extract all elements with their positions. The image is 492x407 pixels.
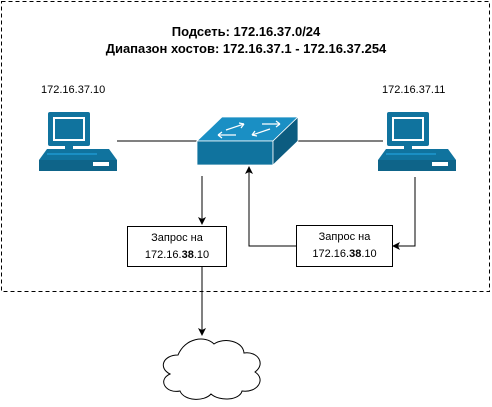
request-label: Запрос на [151, 232, 203, 244]
request-box-2: Запрос на 172.16.38.10 [296, 225, 393, 267]
arrow-host2-to-request [392, 177, 416, 250]
request-address: 172.16.38.10 [312, 248, 377, 260]
computer-icon [39, 112, 117, 171]
arrow-request-to-switch [245, 166, 296, 247]
cloud-icon [162, 338, 261, 400]
host-label-1: 172.16.37.10 [41, 84, 106, 96]
changed-octet: 38 [181, 249, 194, 261]
changed-octet: 38 [349, 248, 362, 260]
host-label-2: 172.16.37.11 [382, 84, 446, 96]
host-range-title: Диапазон хостов: 172.16.37.1 - 172.16.37… [105, 41, 387, 56]
subnet-boundary [1, 1, 490, 292]
computer-icon [378, 112, 456, 171]
request-address: 172.16.38.10 [144, 249, 210, 261]
network-switch-icon [196, 116, 299, 166]
subnet-title: Подсеть: 172.16.37.0/24 [171, 24, 321, 39]
request-box-1: Запрос на 172.16.38.10 [127, 226, 227, 267]
request-label: Запрос на [318, 231, 371, 243]
